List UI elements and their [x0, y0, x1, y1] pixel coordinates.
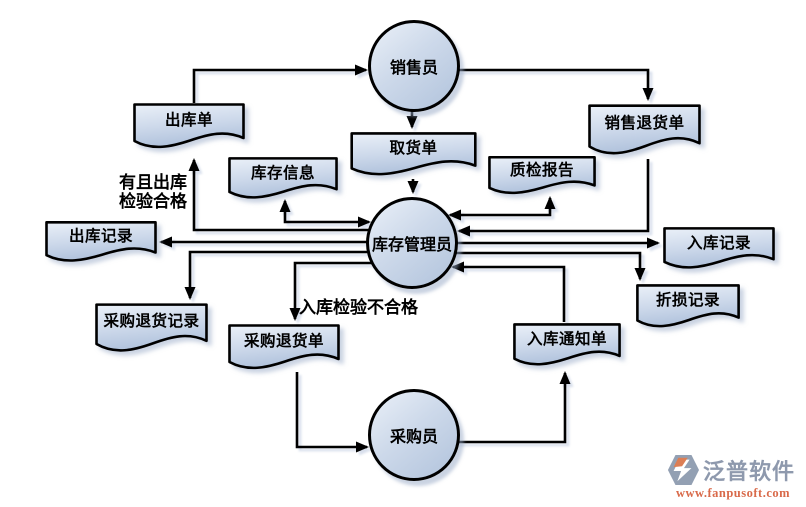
doc-damage-record-label: 折损记录	[655, 292, 720, 310]
edge-sales_return_order-to-inventory_manager	[457, 159, 650, 237]
doc-purchase-return-record: 采购退货记录	[95, 303, 208, 357]
node-purchaser-label: 采购员	[389, 429, 438, 446]
node-inventory-manager: 库存管理员	[366, 197, 458, 289]
fanpu-logo-icon	[667, 454, 699, 486]
edge-outbound_order-to-sales_clerk	[192, 64, 368, 103]
doc-inventory-info-label: 库存信息	[250, 164, 315, 182]
doc-outbound-order-label: 出库单	[164, 112, 213, 129]
doc-inbound-notice-label: 入库通知单	[526, 331, 607, 349]
edge-sales_clerk-to-sales_return_order	[456, 68, 654, 101]
doc-pickup-order-label: 取货单	[389, 140, 438, 158]
edge-purchase_return_order-to-purchaser	[295, 372, 369, 453]
doc-purchase-return-order: 采购退货单	[228, 324, 340, 374]
doc-outbound-record-label: 出库记录	[68, 228, 133, 246]
doc-sales-return-order-label: 销售退货单	[604, 114, 685, 132]
doc-pickup-order: 取货单	[350, 131, 477, 180]
doc-sales-return-order: 销售退货单	[588, 104, 701, 160]
doc-quality-report-label: 质检报告	[509, 162, 574, 180]
doc-purchase-return-record-label: 采购退货记录	[103, 313, 200, 331]
edge-inventory_manager-to-quality_report	[448, 196, 556, 221]
label-outbound-pass-line2: 检验合格	[119, 192, 187, 211]
node-sales-clerk-label: 销售员	[389, 60, 438, 77]
doc-purchase-return-order-label: 采购退货单	[243, 333, 324, 350]
doc-quality-report: 质检报告	[488, 156, 596, 198]
node-sales-clerk: 销售员	[368, 20, 460, 112]
edge-inventory_manager-to-damage_record	[452, 251, 646, 281]
doc-inbound-record-label: 入库记录	[686, 234, 751, 252]
edge-inventory_manager-to-purchase_return_order	[289, 261, 373, 321]
doc-inbound-record: 入库记录	[663, 227, 775, 273]
doc-outbound-order: 出库单	[133, 103, 245, 153]
fanpu-logo: 泛普软件 www.fanpusoft.com	[666, 454, 800, 501]
doc-inbound-notice: 入库通知单	[513, 323, 621, 370]
logo-brand-text: 泛普软件	[703, 459, 796, 484]
node-purchaser: 采购员	[368, 389, 460, 481]
edge-purchaser-to-inbound_notice	[455, 371, 571, 444]
logo-website-text: www.fanpusoft.com	[675, 486, 791, 500]
edge-inventory_manager-to-purchase_return_record	[184, 250, 369, 300]
edge-inbound_notice-to-inventory_manager	[451, 261, 566, 322]
label-outbound-pass: 有且出库 检验合格	[119, 173, 187, 211]
label-outbound-pass-line1: 有且出库	[119, 173, 187, 192]
label-inbound-fail: 入库检验不合格	[299, 298, 418, 317]
edge-inventory_manager-to-outbound_order	[188, 158, 370, 232]
node-inventory-manager-label: 库存管理员	[371, 237, 452, 254]
edge-inventory_manager-to-inventory_info	[279, 199, 371, 228]
doc-damage-record: 折损记录	[636, 284, 740, 332]
doc-outbound-record: 出库记录	[45, 221, 157, 266]
doc-inventory-info: 库存信息	[228, 157, 338, 203]
